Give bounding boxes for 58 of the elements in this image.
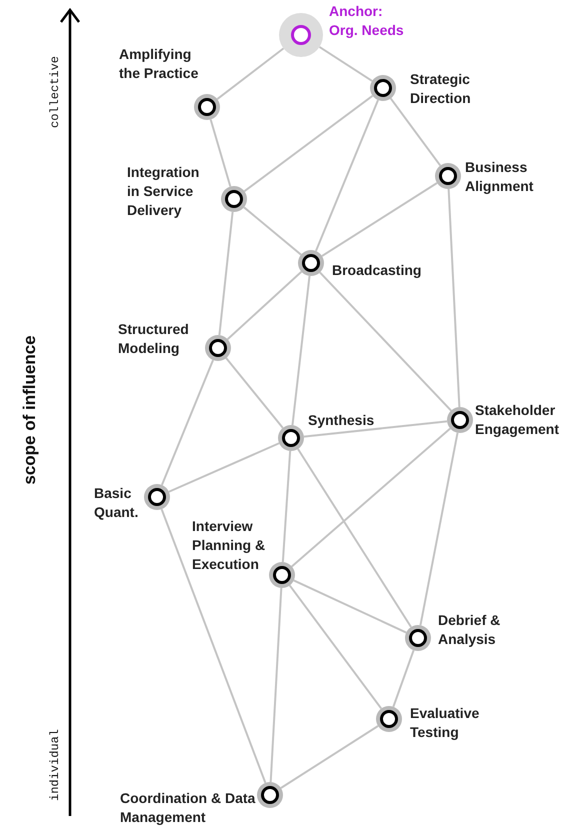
node-label: Debrief & Analysis — [438, 611, 502, 649]
node-circle — [144, 484, 170, 510]
node-circle — [257, 782, 283, 808]
connector-line — [243, 206, 302, 256]
node-label: Synthesis — [308, 411, 376, 430]
connector-line — [160, 508, 266, 784]
axis-label: collective — [48, 56, 62, 128]
node-label: Anchor: Org. Needs — [329, 2, 405, 40]
connector-line — [392, 650, 415, 708]
connector-line — [321, 182, 438, 257]
connector-line — [282, 450, 292, 562]
node-circle — [447, 407, 473, 433]
connector-line — [291, 428, 451, 568]
connector-line — [315, 100, 379, 252]
node-circle — [370, 75, 396, 101]
node-label: Interview Planning & Execution — [192, 517, 266, 574]
connector-line — [168, 442, 280, 493]
connector-line — [244, 94, 374, 192]
node-circle — [435, 163, 461, 189]
axis-label: individual — [48, 729, 62, 801]
connector-line — [270, 588, 282, 782]
connector-line — [161, 360, 214, 486]
connector-line — [293, 580, 407, 634]
connector-line — [319, 272, 452, 412]
node-label: Stakeholder Engagement — [475, 401, 560, 439]
connector-line — [210, 119, 232, 187]
node-label: Coordination & Data Management — [120, 789, 256, 827]
connector-line — [297, 448, 412, 628]
node-label: Structured Modeling — [118, 320, 190, 358]
node-label: Amplifying the Practice — [119, 45, 200, 83]
node-label: Basic Quant. — [94, 484, 140, 522]
connector-line — [304, 420, 448, 438]
connector-line — [225, 357, 284, 429]
connector-line — [448, 188, 460, 408]
node-label: Broadcasting — [332, 261, 422, 280]
connector-line — [291, 276, 311, 426]
node-label: Business Alignment — [465, 158, 534, 196]
axis-label: scope of influence — [20, 335, 40, 485]
connector-line — [216, 48, 284, 100]
node-circle — [221, 186, 247, 212]
connector-line — [390, 98, 442, 166]
connector-line — [218, 212, 234, 336]
node-circle — [278, 425, 304, 451]
anchor-circle — [279, 13, 323, 57]
node-circle — [298, 250, 324, 276]
node-label: Evaluative Testing — [410, 704, 480, 742]
node-circle — [376, 706, 402, 732]
connector-line — [318, 46, 373, 82]
node-label: Integration in Service Delivery — [127, 163, 200, 220]
node-circle — [269, 562, 295, 588]
node-circle — [205, 335, 231, 361]
node-circle — [194, 94, 220, 120]
connector-line — [419, 432, 459, 626]
connector-line — [226, 271, 302, 340]
connector-line — [288, 584, 382, 710]
node-circle — [405, 625, 431, 651]
node-label: Strategic Direction — [410, 70, 472, 108]
connector-line — [280, 725, 379, 789]
